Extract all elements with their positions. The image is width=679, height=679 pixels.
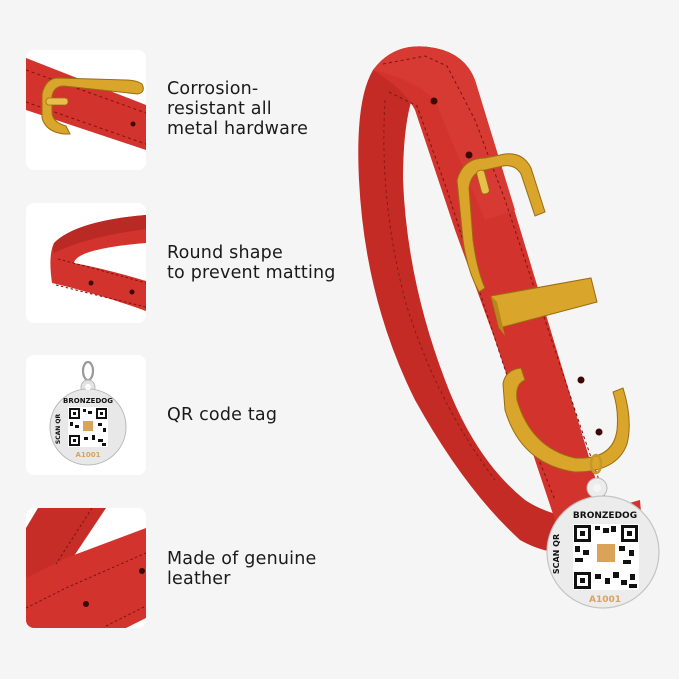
tag-id-text: A1001 <box>76 451 101 459</box>
qr-code-icon <box>68 407 108 447</box>
feature-text-leather: Made of genuine leather <box>167 549 317 589</box>
feature-text-qr-tag: QR code tag <box>167 405 278 425</box>
qr-tag-closeup-icon: BRONZEDOG SCAN QR A1001 <box>49 360 127 466</box>
leather-closeup-icon <box>26 508 146 628</box>
tag-scan-label: SCAN QR <box>55 414 62 445</box>
hero-tag-id-text: A1001 <box>589 595 621 605</box>
hero-qr-code-icon <box>573 524 639 590</box>
tag-brand-text: BRONZEDOG <box>63 397 113 405</box>
hero-tag-brand-text: BRONZEDOG <box>573 511 637 521</box>
feature-thumbnail-round-shape <box>26 203 146 323</box>
collar-illustration-icon: BRONZEDOG SCAN QR A1001 <box>358 46 660 609</box>
feature-thumbnail-qr-tag: BRONZEDOG SCAN QR A1001 <box>26 355 146 475</box>
hero-collar-image: BRONZEDOG SCAN QR A1001 <box>355 40 679 640</box>
feature-thumbnail-leather <box>26 508 146 628</box>
feature-text-round-shape: Round shape to prevent matting <box>167 243 336 283</box>
round-collar-closeup-icon <box>50 215 146 311</box>
feature-thumbnail-hardware <box>26 50 146 170</box>
buckle-closeup-icon <box>26 58 146 150</box>
hero-tag-scan-label: SCAN QR <box>552 534 561 574</box>
feature-text-hardware: Corrosion- resistant all metal hardware <box>167 79 309 139</box>
